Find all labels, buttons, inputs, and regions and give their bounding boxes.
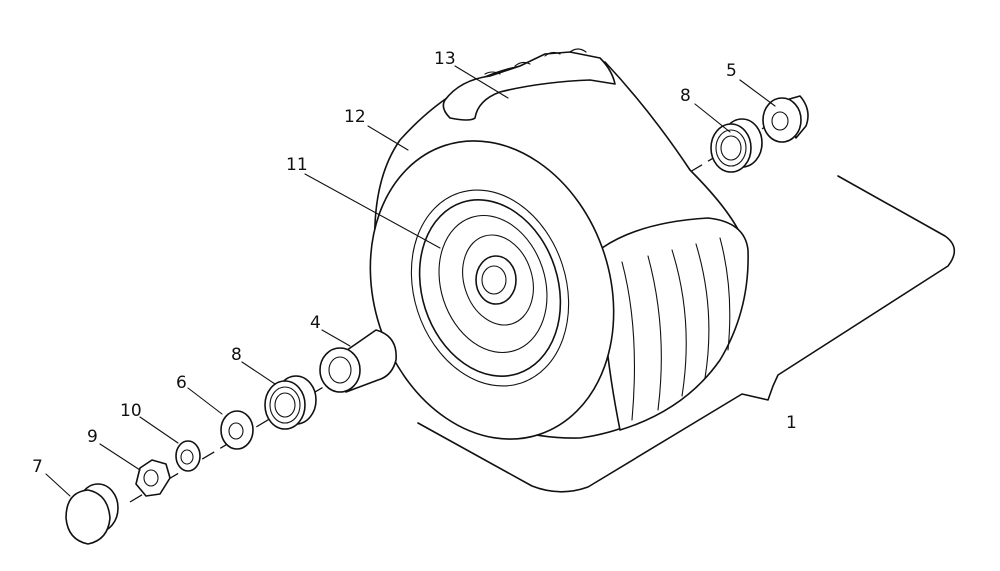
lock-washer [175, 440, 201, 472]
callout-1: 1 [786, 413, 797, 433]
spacer-tube [319, 329, 397, 393]
callout-8-front: 8 [231, 345, 242, 365]
bearing-rear [710, 118, 763, 173]
callout-11: 11 [286, 155, 308, 175]
washer [220, 410, 254, 450]
leader-lines [45, 65, 776, 497]
callout-4: 4 [310, 313, 321, 333]
callout-7: 7 [32, 457, 43, 477]
callout-labels: 13 5 8 12 11 4 8 6 10 9 7 1 [32, 49, 797, 477]
callout-9: 9 [87, 427, 98, 447]
flanged-bushing [762, 95, 809, 143]
callout-13: 13 [434, 49, 456, 69]
assembly-bracket [417, 175, 956, 493]
callout-10: 10 [120, 401, 142, 421]
callout-5: 5 [726, 61, 737, 81]
callout-8-rear: 8 [680, 86, 691, 106]
callout-6: 6 [176, 373, 187, 393]
bearing-front [264, 375, 317, 430]
callout-12: 12 [344, 107, 366, 127]
wheel-rim [418, 199, 562, 377]
hex-nut [135, 459, 171, 497]
hub-cap [65, 483, 119, 545]
